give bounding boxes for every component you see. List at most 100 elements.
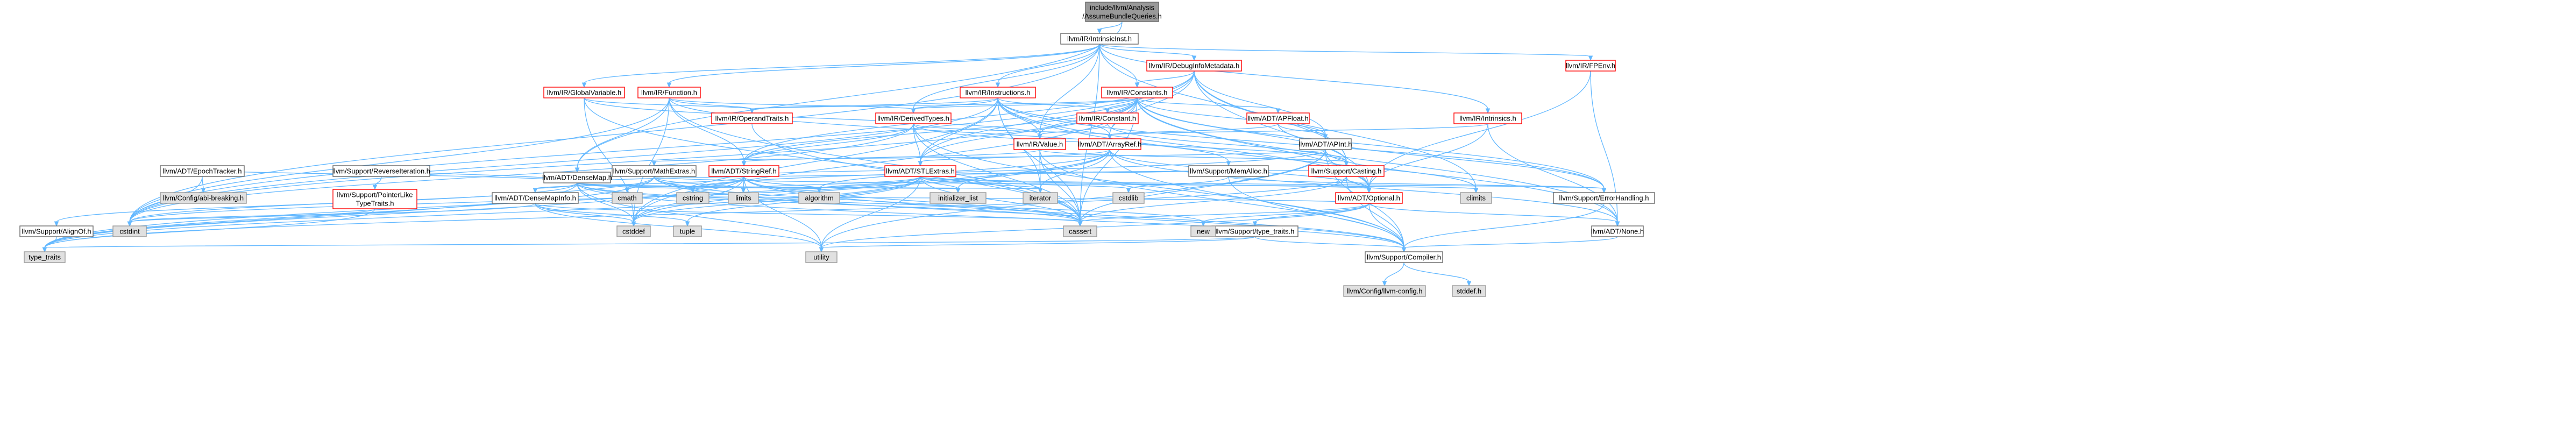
node-box xyxy=(543,87,625,98)
node-function[interactable]: llvm/IR/Function.h xyxy=(637,87,701,98)
edge-constant-to-value xyxy=(1037,123,1108,140)
node-derivedtypes[interactable]: llvm/IR/DerivedTypes.h xyxy=(875,112,952,124)
edge-stlextras-to-limits xyxy=(741,176,921,194)
edge-typetraits-to-compiler xyxy=(1254,236,1407,253)
edge-apfloat-to-arrayref xyxy=(1107,123,1279,140)
node-label: llvm/IR/Function.h xyxy=(641,89,697,97)
node-label: llvm/ADT/STLExtras.h xyxy=(886,167,955,175)
edge-typetraits-to-type_traits xyxy=(42,236,1255,253)
node-cstdint: cstdint xyxy=(112,225,147,237)
node-instructions[interactable]: llvm/IR/Instructions.h xyxy=(960,87,1036,98)
node-box xyxy=(929,192,987,204)
edge-root-to-intrinsicinst xyxy=(1097,21,1123,34)
node-optional[interactable]: llvm/ADT/Optional.h xyxy=(1335,192,1403,204)
node-constants[interactable]: llvm/IR/Constants.h xyxy=(1101,87,1173,98)
node-box xyxy=(160,165,245,177)
node-limits: limits xyxy=(728,192,759,204)
node-operandtraits[interactable]: llvm/IR/OperandTraits.h xyxy=(711,112,793,124)
edge-intrinsicinst-to-function xyxy=(666,44,1100,88)
node-label: cstdint xyxy=(119,228,140,236)
node-stringref[interactable]: llvm/ADT/StringRef.h xyxy=(708,165,779,177)
node-box xyxy=(612,165,697,177)
node-intrinsicinst[interactable]: llvm/IR/IntrinsicInst.h xyxy=(1060,33,1139,45)
node-globalvariable[interactable]: llvm/IR/GlobalVariable.h xyxy=(543,87,625,98)
node-box xyxy=(112,225,147,237)
node-apfloat[interactable]: llvm/ADT/APFloat.h xyxy=(1246,112,1310,124)
node-label: llvm/ADT/EpochTracker.h xyxy=(163,167,242,175)
node-box xyxy=(1060,33,1139,45)
node-label: llvm/ADT/Optional.h xyxy=(1338,194,1400,202)
node-reverseiteration[interactable]: llvm/Support/ReverseIteration.h xyxy=(332,165,430,177)
node-label: llvm/ADT/DenseMapInfo.h xyxy=(494,194,576,202)
node-value[interactable]: llvm/IR/Value.h xyxy=(1013,138,1066,150)
edge-arrayref-to-stlextras xyxy=(918,149,1110,167)
node-box xyxy=(1453,112,1522,124)
node-none[interactable]: llvm/ADT/None.h xyxy=(1591,225,1644,237)
node-label: llvm/IR/GlobalVariable.h xyxy=(547,89,621,97)
node-box xyxy=(884,165,956,177)
node-memalloc[interactable]: llvm/Support/MemAlloc.h xyxy=(1188,165,1269,177)
edge-value-to-casting xyxy=(1039,149,1349,167)
edge-optional-to-new xyxy=(1201,203,1369,227)
edge-mathextras-to-climits xyxy=(654,176,1479,194)
edge-memalloc-to-compiler xyxy=(1228,176,1407,253)
node-label: llvm/ADT/ArrayRef.h xyxy=(1078,140,1141,148)
node-box xyxy=(1023,192,1058,204)
node-label: llvm/ADT/None.h xyxy=(1591,228,1644,236)
node-densemap[interactable]: llvm/ADT/DenseMap.h xyxy=(542,172,612,183)
node-label: llvm/Support/ReverseIteration.h xyxy=(332,167,430,175)
edge-optional-to-none xyxy=(1368,203,1620,227)
node-climits: climits xyxy=(1460,192,1492,204)
node-compiler[interactable]: llvm/Support/Compiler.h xyxy=(1365,251,1443,263)
edge-instructions-to-derivedtypes xyxy=(911,97,998,114)
edge-function-to-stringref xyxy=(669,97,747,167)
node-epochtracker[interactable]: llvm/ADT/EpochTracker.h xyxy=(160,165,245,177)
node-arrayref[interactable]: llvm/ADT/ArrayRef.h xyxy=(1078,138,1141,150)
node-stlextras[interactable]: llvm/ADT/STLExtras.h xyxy=(884,165,956,177)
edge-stringref-to-densemapinfo xyxy=(533,176,744,194)
node-box xyxy=(1188,165,1269,177)
node-label: climits xyxy=(1466,194,1486,202)
node-type_traits: type_traits xyxy=(24,251,66,263)
node-casting[interactable]: llvm/Support/Casting.h xyxy=(1308,165,1385,177)
node-label: llvm/Support/Compiler.h xyxy=(1367,253,1441,261)
node-box xyxy=(1565,60,1616,72)
node-apint[interactable]: llvm/ADT/APInt.h xyxy=(1299,138,1352,150)
edge-stlextras-to-algorithm xyxy=(817,176,921,194)
node-box xyxy=(960,87,1036,98)
node-box xyxy=(1299,138,1352,150)
node-box xyxy=(1063,225,1097,237)
node-cassert: cassert xyxy=(1063,225,1097,237)
edge-densemapinfo-to-cstdint xyxy=(127,203,536,227)
node-algorithm: algorithm xyxy=(798,192,840,204)
node-new: new xyxy=(1190,225,1216,237)
node-intrinsics[interactable]: llvm/IR/Intrinsics.h xyxy=(1453,112,1522,124)
node-densemapinfo[interactable]: llvm/ADT/DenseMapInfo.h xyxy=(492,192,579,204)
node-label: llvm/IR/Instructions.h xyxy=(966,89,1031,97)
node-box xyxy=(1146,60,1242,72)
node-constant[interactable]: llvm/IR/Constant.h xyxy=(1076,112,1139,124)
node-box xyxy=(676,192,709,204)
node-debuginfometadata[interactable]: llvm/IR/DebugInfoMetadata.h xyxy=(1146,60,1242,72)
node-label: utility xyxy=(813,253,829,261)
node-alignof[interactable]: llvm/Support/AlignOf.h xyxy=(19,225,94,237)
node-box xyxy=(1308,165,1385,177)
node-label: llvm/Support/PointerLike xyxy=(337,191,413,199)
node-label: cstring xyxy=(683,194,703,202)
node-errorhandling[interactable]: llvm/Support/ErrorHandling.h xyxy=(1553,192,1655,204)
node-box xyxy=(728,192,759,204)
node-box xyxy=(543,172,611,183)
node-box xyxy=(24,251,66,263)
node-label: llvm/IR/DerivedTypes.h xyxy=(877,115,949,123)
node-label: include/llvm/Analysis xyxy=(1090,4,1154,12)
node-mathextras[interactable]: llvm/Support/MathExtras.h xyxy=(612,165,697,177)
node-fpenv[interactable]: llvm/IR/FPEnv.h xyxy=(1565,60,1616,72)
edge-intrinsicinst-to-debuginfometadata xyxy=(1099,44,1197,61)
node-typetraits[interactable]: llvm/Support/type_traits.h xyxy=(1211,225,1298,237)
edge-densemapinfo-to-cstddef xyxy=(535,203,636,227)
edge-constants-to-apfloat xyxy=(1137,97,1281,114)
node-box xyxy=(616,225,651,237)
edge-debuginfometadata-to-constants xyxy=(1134,70,1195,88)
edge-function-to-derivedtypes xyxy=(669,97,916,114)
